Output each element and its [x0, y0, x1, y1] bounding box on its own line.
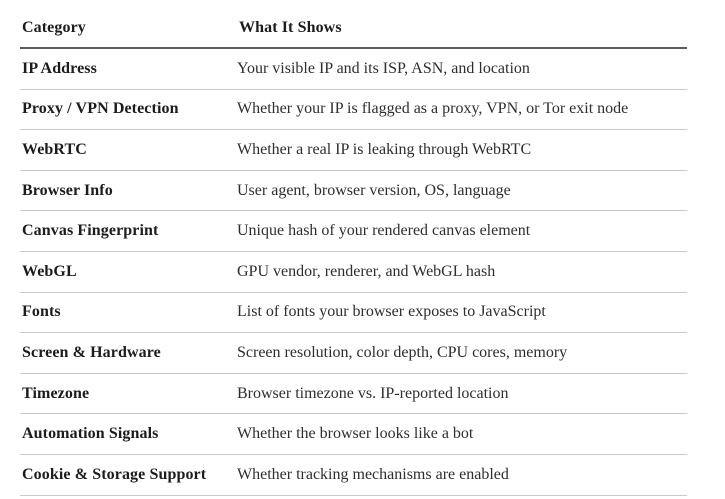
description-cell: Your visible IP and its ISP, ASN, and lo…: [237, 48, 687, 90]
category-cell: Proxy / VPN Detection: [20, 89, 237, 131]
description-cell: Whether tracking mechanisms are enabled: [237, 454, 687, 496]
fingerprint-categories-table-container: Category What It Shows IP Address Your v…: [20, 8, 687, 496]
description-cell: User agent, browser version, OS, languag…: [237, 170, 687, 212]
table-row: Proxy / VPN Detection Whether your IP is…: [20, 89, 687, 131]
category-cell: WebRTC: [20, 129, 237, 171]
table-body: IP Address Your visible IP and its ISP, …: [20, 48, 687, 496]
table-row: Timezone Browser timezone vs. IP-reporte…: [20, 373, 687, 415]
description-cell: Browser timezone vs. IP-reported locatio…: [237, 373, 687, 415]
description-cell: GPU vendor, renderer, and WebGL hash: [237, 251, 687, 293]
table-row: Browser Info User agent, browser version…: [20, 170, 687, 212]
category-cell: Automation Signals: [20, 413, 237, 455]
column-header-category: Category: [20, 8, 237, 49]
description-cell: Whether a real IP is leaking through Web…: [237, 129, 687, 171]
table-row: Fonts List of fonts your browser exposes…: [20, 292, 687, 334]
category-cell: Timezone: [20, 373, 237, 415]
description-cell: Whether the browser looks like a bot: [237, 413, 687, 455]
category-cell: WebGL: [20, 251, 237, 293]
table-row: Cookie & Storage Support Whether trackin…: [20, 454, 687, 496]
description-cell: Whether your IP is flagged as a proxy, V…: [237, 89, 687, 131]
description-cell: List of fonts your browser exposes to Ja…: [237, 292, 687, 334]
table-row: IP Address Your visible IP and its ISP, …: [20, 48, 687, 90]
table-row: Screen & Hardware Screen resolution, col…: [20, 332, 687, 374]
fingerprint-categories-table: Category What It Shows IP Address Your v…: [20, 8, 687, 496]
category-cell: IP Address: [20, 48, 237, 90]
description-cell: Unique hash of your rendered canvas elem…: [237, 210, 687, 252]
table-header: Category What It Shows: [20, 8, 687, 49]
description-cell: Screen resolution, color depth, CPU core…: [237, 332, 687, 374]
table-row: Canvas Fingerprint Unique hash of your r…: [20, 210, 687, 252]
table-row: Automation Signals Whether the browser l…: [20, 413, 687, 455]
table-row: WebRTC Whether a real IP is leaking thro…: [20, 129, 687, 171]
table-row: WebGL GPU vendor, renderer, and WebGL ha…: [20, 251, 687, 293]
header-row: Category What It Shows: [20, 8, 687, 49]
category-cell: Cookie & Storage Support: [20, 454, 237, 496]
category-cell: Screen & Hardware: [20, 332, 237, 374]
category-cell: Fonts: [20, 292, 237, 334]
category-cell: Canvas Fingerprint: [20, 210, 237, 252]
category-cell: Browser Info: [20, 170, 237, 212]
column-header-what-it-shows: What It Shows: [237, 8, 687, 49]
